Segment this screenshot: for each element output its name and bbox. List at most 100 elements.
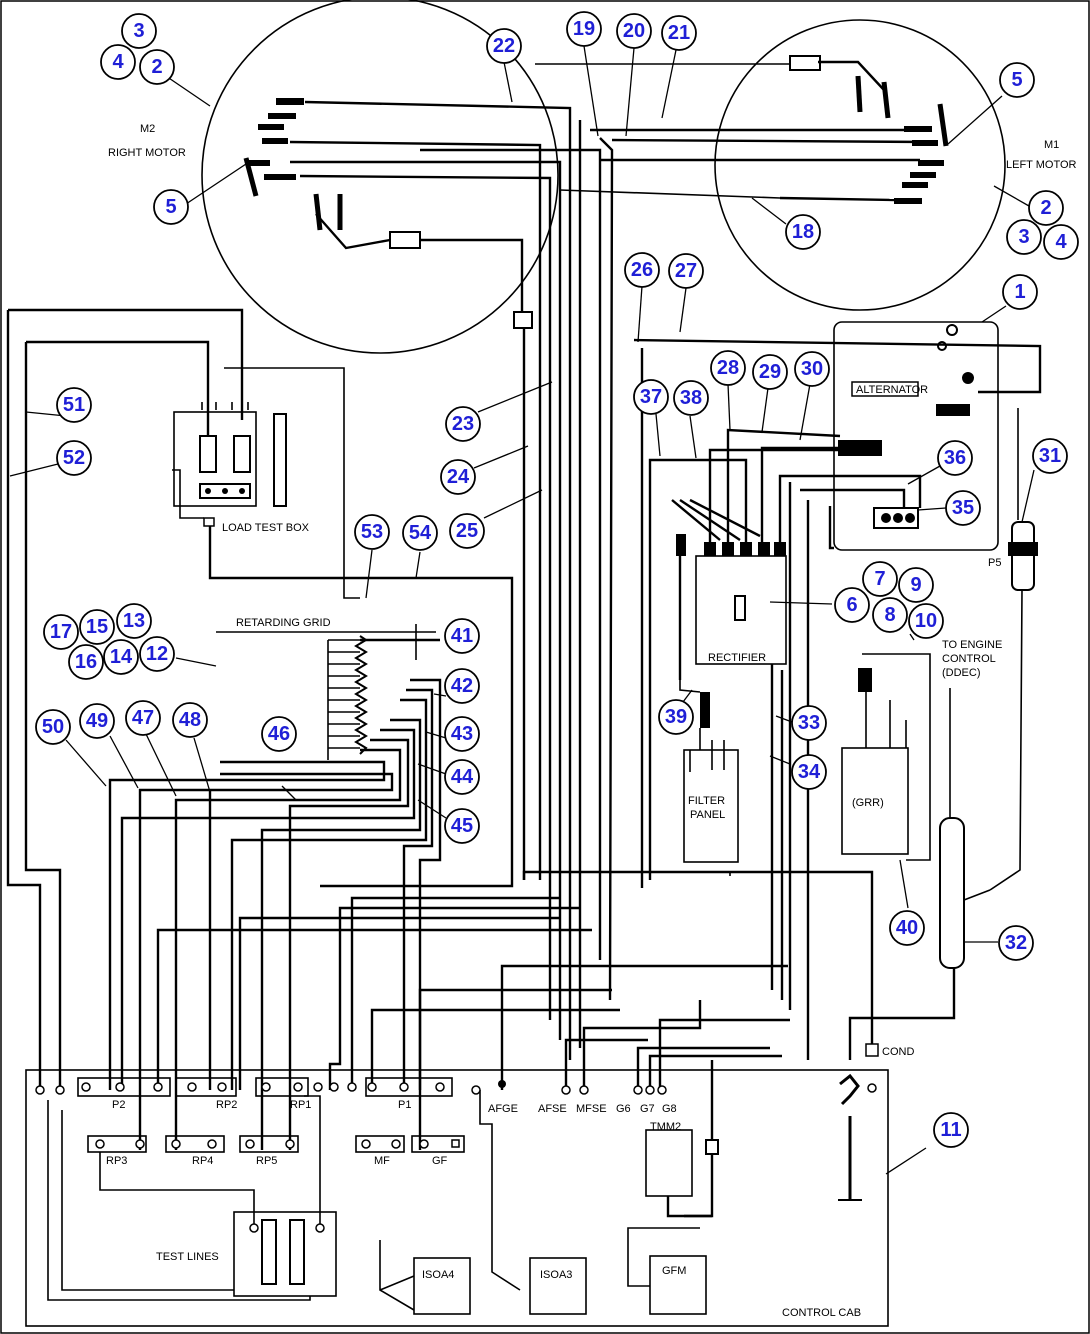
callout-13: 13 <box>116 603 152 639</box>
svg-text:2: 2 <box>151 56 162 78</box>
svg-text:15: 15 <box>86 616 108 638</box>
mf-label: MF <box>374 1155 390 1167</box>
p2-label: P2 <box>112 1099 125 1111</box>
load-test-box-label: LOAD TEST BOX <box>222 522 310 534</box>
to-engine-label-2: CONTROL <box>942 653 996 665</box>
callout-39: 39 <box>658 699 694 735</box>
callout-23: 23 <box>445 406 481 442</box>
svg-text:49: 49 <box>86 710 108 732</box>
retarding-grid: RETARDING GRID <box>108 617 442 1150</box>
tmm2-label: TMM2 <box>650 1121 681 1133</box>
to-engine-label-3: (DDEC) <box>942 667 981 679</box>
gf-label: GF <box>432 1155 448 1167</box>
svg-text:21: 21 <box>668 22 690 44</box>
svg-text:11: 11 <box>940 1119 961 1141</box>
callout-45: 45 <box>444 808 480 844</box>
callout-5: 5 <box>153 189 189 225</box>
svg-text:10: 10 <box>915 610 937 632</box>
right-motor-label-1: M2 <box>140 123 155 135</box>
svg-text:4: 4 <box>1055 231 1067 253</box>
callout-18: 18 <box>785 214 821 250</box>
callout-20: 20 <box>616 13 652 49</box>
callout-46: 46 <box>261 716 297 752</box>
load-test-box: LOAD TEST BOX <box>6 308 514 1090</box>
callout-29: 29 <box>752 354 788 390</box>
svg-text:35: 35 <box>952 497 974 519</box>
alternator-label: ALTERNATOR <box>856 384 928 396</box>
svg-text:50: 50 <box>42 716 64 738</box>
alternator-group: ALTERNATOR <box>633 321 1042 888</box>
callout-49: 49 <box>79 703 115 739</box>
callout-24: 24 <box>440 459 476 495</box>
svg-text:31: 31 <box>1039 445 1061 467</box>
callout-27: 27 <box>668 253 704 289</box>
svg-text:45: 45 <box>451 815 473 837</box>
g6-label: G6 <box>616 1103 631 1115</box>
control-cab: P2 RP2 RP1 P1 AFGE AFSE MFSE G6 G7 G8 <box>25 1043 914 1327</box>
svg-text:43: 43 <box>451 723 473 745</box>
svg-text:33: 33 <box>798 712 820 734</box>
right-motor-label-2: RIGHT MOTOR <box>108 147 186 159</box>
callout-50: 50 <box>35 709 71 745</box>
svg-text:39: 39 <box>665 706 687 728</box>
afge-label: AFGE <box>488 1103 518 1115</box>
isoa4-label: ISOA4 <box>422 1269 454 1281</box>
svg-text:23: 23 <box>452 413 474 435</box>
svg-text:30: 30 <box>801 358 823 380</box>
callout-3: 3 <box>121 13 157 49</box>
svg-text:38: 38 <box>680 387 702 409</box>
callout-51: 51 <box>56 387 92 423</box>
left-motor <box>714 19 1006 311</box>
rp1-label: RP1 <box>290 1099 311 1111</box>
svg-text:4: 4 <box>112 51 124 73</box>
callout-11: 11 <box>933 1112 969 1148</box>
svg-text:3: 3 <box>133 20 144 42</box>
svg-text:1: 1 <box>1014 281 1025 303</box>
test-lines-label: TEST LINES <box>156 1251 219 1263</box>
svg-text:2: 2 <box>1040 197 1051 219</box>
rp2-label: RP2 <box>216 1099 237 1111</box>
callout-38: 38 <box>673 380 709 416</box>
callout-44: 44 <box>444 759 480 795</box>
callout-48: 48 <box>172 702 208 738</box>
callout-47: 47 <box>125 700 161 736</box>
callout-19: 19 <box>566 11 602 47</box>
cond-label: COND <box>882 1046 914 1058</box>
callout-52: 52 <box>56 440 92 476</box>
svg-text:5: 5 <box>1011 69 1022 91</box>
callout-36: 36 <box>937 440 973 476</box>
svg-text:12: 12 <box>146 643 168 665</box>
svg-text:18: 18 <box>792 221 814 243</box>
callout-7: 7 <box>862 561 898 597</box>
filter-panel-label-1: FILTER <box>688 795 725 807</box>
p5-connector: P5 <box>848 521 1038 1060</box>
rp3-label: RP3 <box>106 1155 127 1167</box>
callout-37: 37 <box>633 379 669 415</box>
afse-label: AFSE <box>538 1103 567 1115</box>
callout-28: 28 <box>710 350 746 386</box>
callout-54: 54 <box>402 515 438 551</box>
callout-6: 6 <box>834 587 870 623</box>
svg-text:9: 9 <box>910 574 921 596</box>
svg-text:26: 26 <box>631 259 653 281</box>
svg-text:51: 51 <box>63 394 85 416</box>
rp5-label: RP5 <box>256 1155 277 1167</box>
p5-label: P5 <box>988 557 1001 569</box>
svg-text:5: 5 <box>165 196 176 218</box>
svg-text:47: 47 <box>132 707 154 729</box>
callout-22: 22 <box>486 28 522 64</box>
rp4-label: RP4 <box>192 1155 213 1167</box>
filter-panel: FILTER PANEL <box>679 680 739 863</box>
svg-text:25: 25 <box>456 520 478 542</box>
svg-text:16: 16 <box>75 651 97 673</box>
callout-30: 30 <box>794 351 830 387</box>
svg-text:34: 34 <box>798 761 821 783</box>
svg-text:19: 19 <box>573 18 595 40</box>
callout-4: 4 <box>100 44 136 80</box>
p1-label: P1 <box>398 1099 411 1111</box>
left-motor-label-1: M1 <box>1044 139 1059 151</box>
callout-2b: 2 <box>1028 190 1064 226</box>
callout-1: 1 <box>1002 274 1038 310</box>
callout-26: 26 <box>624 252 660 288</box>
